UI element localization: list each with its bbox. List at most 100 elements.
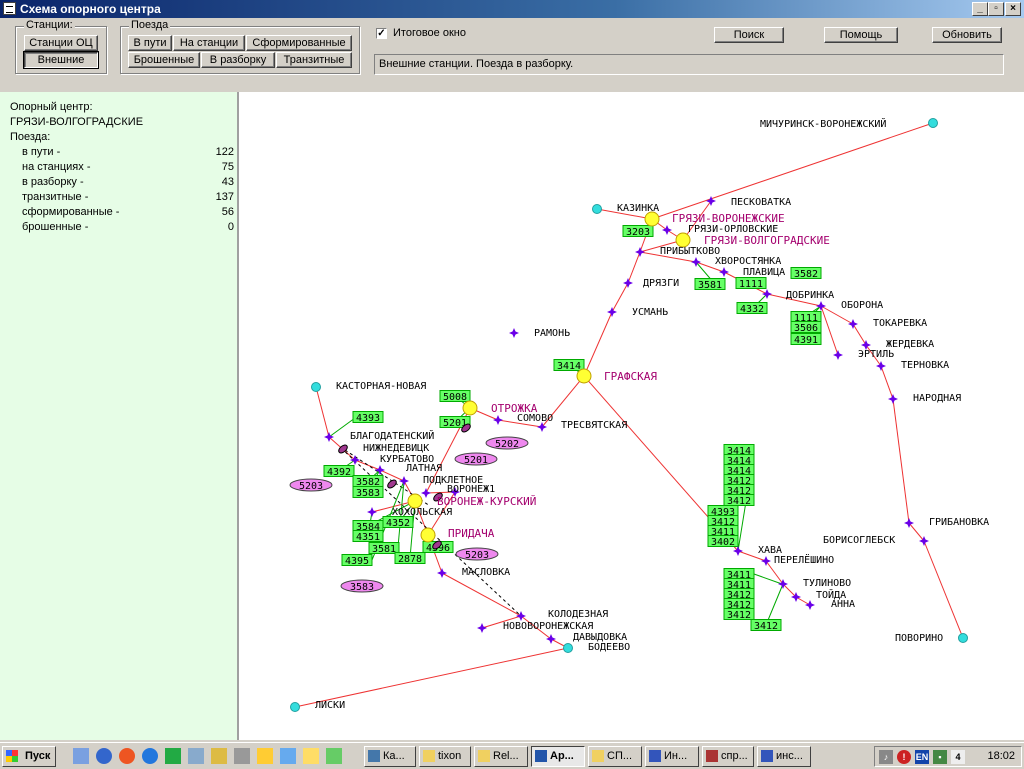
station-node[interactable] xyxy=(623,278,633,288)
train-label[interactable]: 4395 xyxy=(341,554,373,568)
train-label[interactable]: 3582 xyxy=(790,267,822,281)
station-external-node[interactable] xyxy=(928,118,938,128)
taskbar-item-4[interactable]: СП... xyxy=(588,746,642,767)
summary-checkbox[interactable]: ✓ xyxy=(376,28,387,39)
train-label[interactable]: 3414 xyxy=(553,359,585,373)
railway-map-canvas[interactable]: 3203358211113581433211113506439134145008… xyxy=(239,92,1024,740)
station-node[interactable] xyxy=(833,350,843,360)
quicklaunch-doc-icon[interactable] xyxy=(280,748,296,764)
formed-button[interactable]: Сформированные xyxy=(246,35,352,51)
station-hub-node[interactable] xyxy=(675,232,691,248)
station-node[interactable] xyxy=(805,600,815,610)
calendar-icon[interactable]: 4 xyxy=(951,750,965,764)
train-label[interactable]: 4352 xyxy=(382,516,414,530)
station-external-node[interactable] xyxy=(311,382,321,392)
station-external-node[interactable] xyxy=(563,643,573,653)
train-label[interactable]: 3402 xyxy=(707,535,739,549)
station-node[interactable] xyxy=(861,340,871,350)
taskbar-item-2[interactable]: Rel... xyxy=(474,746,528,767)
station-node[interactable] xyxy=(904,518,914,528)
station-node[interactable] xyxy=(437,568,447,578)
station-node[interactable] xyxy=(691,257,701,267)
station-node[interactable] xyxy=(367,507,377,517)
station-node[interactable] xyxy=(761,556,771,566)
station-node[interactable] xyxy=(477,623,487,633)
train-label[interactable]: 3412 xyxy=(750,619,782,633)
train-label[interactable]: 4393 xyxy=(352,411,384,425)
at-stations-button[interactable]: На станции xyxy=(173,35,245,51)
disassembly-button[interactable]: В разборку xyxy=(201,52,275,68)
train-label[interactable]: 3412 xyxy=(723,608,755,622)
station-node[interactable] xyxy=(762,289,772,299)
train-label[interactable]: 3583 xyxy=(340,579,384,593)
network-icon[interactable]: ▪ xyxy=(933,750,947,764)
train-label[interactable]: 5203 xyxy=(289,478,333,492)
taskbar-item-3[interactable]: Ар... xyxy=(531,746,585,767)
external-stations-button[interactable]: Внешние xyxy=(23,51,99,69)
language-indicator[interactable]: EN xyxy=(915,750,929,764)
station-external-node[interactable] xyxy=(592,204,602,214)
station-node[interactable] xyxy=(537,422,547,432)
volume-icon[interactable]: ♪ xyxy=(879,750,893,764)
station-node[interactable] xyxy=(399,476,409,486)
station-hub-node[interactable] xyxy=(462,400,478,416)
quicklaunch-app-icon[interactable] xyxy=(326,748,342,764)
close-button[interactable]: × xyxy=(1005,2,1021,16)
stations-oc-button[interactable]: Станции ОЦ xyxy=(24,35,98,51)
station-hub-node[interactable] xyxy=(407,493,423,509)
taskbar-item-1[interactable]: tixon xyxy=(419,746,471,767)
station-node[interactable] xyxy=(706,196,716,206)
train-label[interactable]: 4351 xyxy=(352,530,384,544)
station-node[interactable] xyxy=(888,394,898,404)
train-label[interactable]: 4332 xyxy=(736,302,768,316)
station-node[interactable] xyxy=(919,536,929,546)
station-node[interactable] xyxy=(816,301,826,311)
abandoned-button[interactable]: Брошенные xyxy=(128,52,200,68)
train-label[interactable]: 5203 xyxy=(455,547,499,561)
train-label[interactable]: 3506 xyxy=(790,321,822,335)
quicklaunch-pen-icon[interactable] xyxy=(257,748,273,764)
station-node[interactable] xyxy=(421,488,431,498)
refresh-button[interactable]: Обновить xyxy=(932,27,1002,43)
quicklaunch-folder-icon[interactable] xyxy=(303,748,319,764)
train-label[interactable]: 4392 xyxy=(323,465,355,479)
train-label[interactable]: 5202 xyxy=(485,436,529,450)
taskbar-item-5[interactable]: Ин... xyxy=(645,746,699,767)
taskbar-item-0[interactable]: Ка... xyxy=(364,746,416,767)
in-transit-button[interactable]: В пути xyxy=(128,35,172,51)
quicklaunch-media-icon[interactable] xyxy=(119,748,135,764)
station-node[interactable] xyxy=(607,307,617,317)
train-label[interactable]: 5201 xyxy=(439,416,471,430)
train-label[interactable]: 1111 xyxy=(735,277,767,291)
train-label[interactable]: 3203 xyxy=(622,225,654,239)
station-node[interactable] xyxy=(493,415,503,425)
station-node[interactable] xyxy=(719,267,729,277)
minimize-button[interactable]: _ xyxy=(972,2,988,16)
station-node[interactable] xyxy=(509,328,519,338)
station-node[interactable] xyxy=(375,465,385,475)
station-node[interactable] xyxy=(876,361,886,371)
search-button[interactable]: Поиск xyxy=(714,27,784,43)
train-label[interactable]: 3412 xyxy=(723,494,755,508)
restore-button[interactable]: ▫ xyxy=(988,2,1004,16)
train-label[interactable]: 2878 xyxy=(394,552,426,566)
train-label[interactable]: 5201 xyxy=(454,452,498,466)
station-node[interactable] xyxy=(546,634,556,644)
station-node[interactable] xyxy=(791,592,801,602)
station-external-node[interactable] xyxy=(958,633,968,643)
antivirus-icon[interactable]: ! xyxy=(897,750,911,764)
station-node[interactable] xyxy=(516,611,526,621)
station-node[interactable] xyxy=(350,455,360,465)
train-label[interactable]: 3583 xyxy=(352,486,384,500)
station-node[interactable] xyxy=(733,546,743,556)
quicklaunch-notes-icon[interactable] xyxy=(211,748,227,764)
taskbar-item-6[interactable]: спр... xyxy=(702,746,754,767)
taskbar-item-7[interactable]: инс... xyxy=(757,746,811,767)
train-label[interactable]: 4391 xyxy=(790,333,822,347)
station-node[interactable] xyxy=(450,487,460,497)
station-node[interactable] xyxy=(635,247,645,257)
help-button[interactable]: Помощь xyxy=(824,27,898,43)
station-node[interactable] xyxy=(324,432,334,442)
quicklaunch-desktop-icon[interactable] xyxy=(73,748,89,764)
